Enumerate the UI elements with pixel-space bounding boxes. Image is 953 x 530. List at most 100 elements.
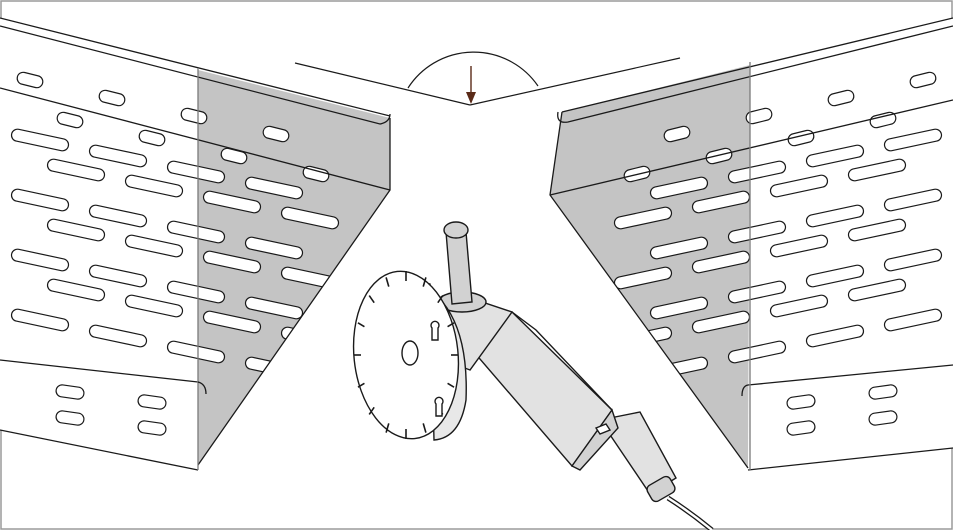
tray-wall-slot — [55, 410, 85, 426]
angle-left-ray — [294, 62, 471, 106]
motor-housing-top — [511, 311, 613, 411]
tray-floor-slot — [805, 324, 865, 348]
tray-wall-slot — [786, 420, 816, 436]
right-tray-bottom-fold — [747, 364, 953, 386]
left-tray-foot — [197, 381, 207, 395]
rear-grip — [598, 411, 677, 495]
tray-floor-slot — [883, 248, 943, 272]
tray-floor-slot — [166, 220, 226, 244]
tray-floor-slot — [883, 308, 943, 332]
tray-wall-slot — [55, 384, 85, 400]
keyhole-slot-lower — [434, 396, 444, 417]
tray-floor-slot — [280, 326, 340, 350]
tray-floor-slot — [10, 188, 70, 212]
tray-floor-slot — [10, 308, 70, 332]
angle-arc-icon — [407, 51, 539, 89]
disc-segment-gap — [422, 423, 427, 433]
left-cable-tray — [0, 17, 391, 471]
tray-floor-slot — [166, 340, 226, 364]
angle-arrow-icon — [466, 92, 476, 104]
left-tray-bottom-fold — [0, 359, 199, 383]
tray-wall-slot — [868, 384, 898, 400]
disc-segment-gap — [385, 277, 390, 287]
disc-segment-gap — [422, 277, 427, 287]
disc-segment-gap — [447, 322, 455, 328]
tray-floor-slot — [46, 278, 106, 302]
power-switch-icon — [594, 423, 612, 435]
left-tray-top-lip — [0, 25, 391, 125]
tray-wall-slot — [786, 394, 816, 410]
tray-floor-slot — [166, 280, 226, 304]
tray-floor-slot — [847, 278, 907, 302]
tray-floor-slot — [202, 190, 262, 214]
tray-floor-slot — [124, 234, 184, 258]
tray-floor-slot — [244, 176, 304, 200]
tray-floor-slot — [805, 144, 865, 168]
disc-segment-gap — [437, 295, 444, 304]
tray-wall-slot — [869, 111, 897, 129]
tray-floor-slot — [124, 174, 184, 198]
disc-segment-gap — [357, 382, 365, 388]
tray-wall-slot — [302, 165, 330, 183]
tray-wall-slot — [180, 107, 208, 125]
tray-floor-slot — [166, 160, 226, 184]
tray-wall-slot — [868, 410, 898, 426]
tray-floor-slot — [847, 158, 907, 182]
right-tray-top-edge — [561, 17, 953, 113]
left-tray-top-edge — [0, 17, 391, 117]
tray-floor-slot — [88, 324, 148, 348]
tray-floor-slot — [727, 280, 787, 304]
tray-floor-slot — [244, 236, 304, 260]
left-tray-wall-fold — [0, 87, 391, 191]
tray-wall-slot — [262, 125, 290, 143]
tray-floor-slot — [649, 296, 709, 320]
tray-wall-slot — [137, 420, 167, 436]
right-tray-cut-line — [549, 111, 749, 469]
tray-wall-slot — [56, 111, 84, 129]
disc-arbor-hole — [401, 340, 419, 366]
tray-wall-slot — [137, 394, 167, 410]
disc-segment-gap — [368, 295, 375, 304]
miter-angle-indicator — [294, 51, 681, 106]
tray-wall-slot — [745, 107, 773, 125]
tray-floor-slot — [88, 204, 148, 228]
tray-floor-slot — [202, 250, 262, 274]
tray-wall-slot — [138, 129, 166, 147]
tray-floor-slot — [727, 160, 787, 184]
tray-floor-slot — [649, 176, 709, 200]
tray-floor-slot — [769, 174, 829, 198]
tray-floor-slot — [883, 128, 943, 152]
tray-floor-slot — [124, 294, 184, 318]
tray-wall-slot — [827, 89, 855, 107]
tray-floor-slot — [805, 204, 865, 228]
tray-floor-slot — [883, 188, 943, 212]
tray-floor-slot — [769, 294, 829, 318]
right-tray-slots — [613, 71, 943, 436]
keyhole-slot-upper — [430, 320, 440, 341]
right-tray-foot — [741, 384, 749, 397]
tray-floor-slot — [10, 128, 70, 152]
disc-segment-gap — [385, 423, 390, 433]
disc-segment-gap — [368, 406, 375, 415]
tray-floor-slot — [88, 264, 148, 288]
tray-floor-slot — [88, 144, 148, 168]
tray-wall-slot — [98, 89, 126, 107]
tray-floor-slot — [805, 264, 865, 288]
tray-floor-slot — [727, 340, 787, 364]
angle-grinder — [352, 221, 714, 530]
tray-floor-slot — [46, 218, 106, 242]
left-tray-bottom-edge — [0, 429, 199, 471]
disc-segment-gap — [357, 322, 365, 328]
tray-floor-slot — [10, 248, 70, 272]
cord-boot-icon — [646, 475, 676, 503]
tray-floor-slot — [46, 158, 106, 182]
right-cable-tray — [549, 17, 953, 471]
power-cord-inner — [667, 496, 713, 530]
tray-floor-slot — [649, 236, 709, 260]
tray-floor-slot — [769, 234, 829, 258]
right-tray-wall-fold — [549, 99, 953, 196]
side-handle-knob — [443, 221, 469, 239]
tray-wall-slot — [663, 125, 691, 143]
